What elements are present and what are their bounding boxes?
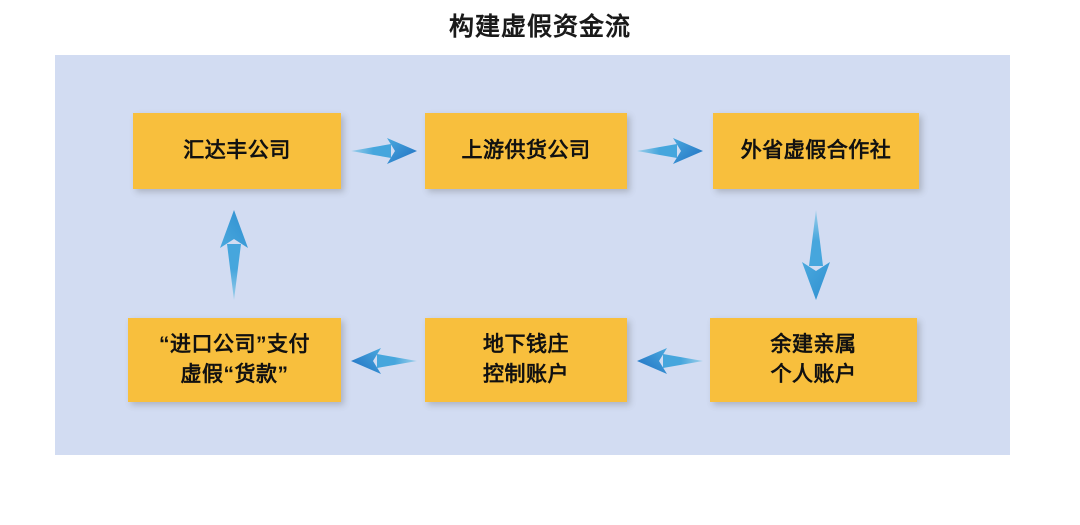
arrow-right-icon	[637, 130, 703, 172]
node-label-line: 虚假“货款”	[180, 363, 289, 386]
node-label-line: 个人账户	[770, 363, 857, 386]
arrow-down-icon	[795, 210, 837, 300]
flow-diagram-panel: 汇达丰公司 上游供货公司 外省虚假合作社 “进口公司”支付 虚假“货款” 地下钱…	[55, 55, 1010, 455]
node-label-line: 外省虚假合作社	[740, 139, 892, 162]
node-out-of-province-coop[interactable]: 外省虚假合作社	[713, 113, 919, 189]
node-relatives-personal-account[interactable]: 余建亲属 个人账户	[710, 318, 917, 402]
node-upstream-supplier[interactable]: 上游供货公司	[425, 113, 627, 189]
node-underground-bank-account[interactable]: 地下钱庄 控制账户	[425, 318, 627, 402]
arrow-left-icon	[637, 340, 703, 382]
arrow-up-icon	[213, 210, 255, 300]
node-label-line: 地下钱庄	[483, 333, 569, 356]
node-label-line: 汇达丰公司	[183, 139, 291, 162]
node-import-company-payment[interactable]: “进口公司”支付 虚假“货款”	[128, 318, 341, 402]
page-title: 构建虚假资金流	[448, 13, 631, 41]
node-label-line: 余建亲属	[770, 333, 857, 356]
node-label-line: 控制账户	[483, 363, 569, 386]
node-huidafeng[interactable]: 汇达丰公司	[133, 113, 341, 189]
node-label-line: “进口公司”支付	[159, 333, 310, 356]
arrow-left-icon	[351, 340, 417, 382]
node-label-line: 上游供货公司	[461, 139, 591, 162]
arrow-right-icon	[351, 130, 417, 172]
